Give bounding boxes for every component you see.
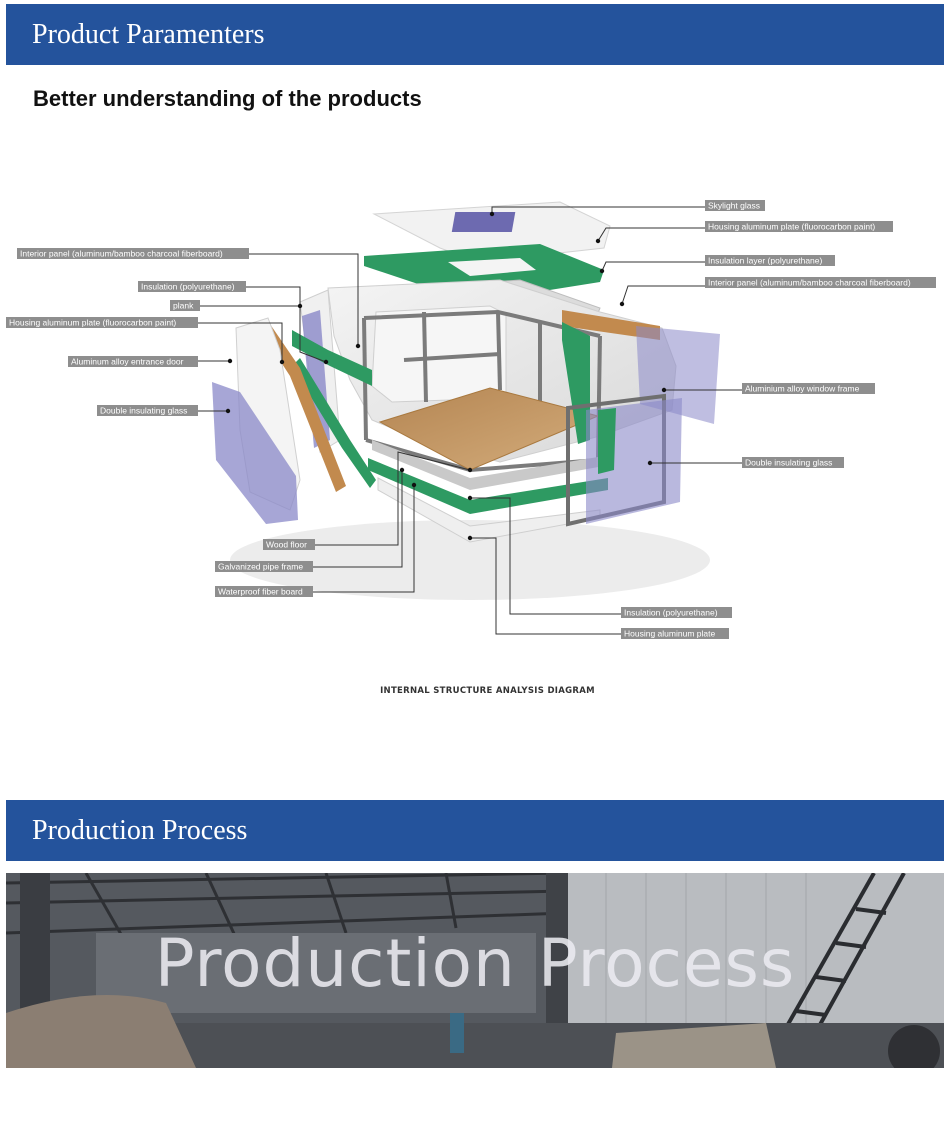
svg-text:Insulation (polyurethane): Insulation (polyurethane): [624, 608, 718, 618]
leader-lines-left: [198, 253, 473, 593]
label-floor-insulation: Insulation (polyurethane): [621, 607, 732, 618]
label-right-double-glass: Double insulating glass: [742, 457, 844, 468]
cable-spool: [888, 1025, 940, 1068]
worker: [450, 1013, 464, 1053]
label-floor-housing-plate: Housing aluminum plate: [621, 628, 729, 639]
steel-column-right: [546, 873, 568, 1068]
section-title: Production Process: [32, 814, 248, 846]
roof-trusses: [6, 873, 567, 944]
production-process-video[interactable]: Production Process: [6, 873, 944, 1068]
svg-text:Double insulating glass: Double insulating glass: [100, 406, 187, 416]
right-interior-panel: [562, 310, 660, 340]
structure-diagram: Skylight glass Housing aluminum plate (f…: [6, 200, 936, 639]
svg-text:Housing aluminum plate: Housing aluminum plate: [624, 629, 715, 639]
label-fiber-board: Waterproof fiber board: [215, 586, 313, 597]
label-left-interior-panel: Interior panel (aluminum/bamboo charcoal…: [17, 248, 249, 259]
svg-text:Aluminium alloy window frame: Aluminium alloy window frame: [745, 384, 860, 394]
floor-shadow: [230, 520, 710, 600]
svg-text:Interior panel (aluminum/bambo: Interior panel (aluminum/bamboo charcoal…: [708, 278, 911, 288]
svg-text:Skylight glass: Skylight glass: [708, 201, 760, 211]
floor-frame-layer: [372, 440, 604, 490]
label-pipe-frame: Galvanized pipe frame: [215, 561, 313, 572]
diagram-caption: INTERNAL STRUCTURE ANALYSIS DIAGRAM: [380, 686, 595, 696]
wall-corrugation: [605, 873, 807, 1041]
left-insulation-panel-2: [292, 358, 376, 488]
right-housing-panel: [636, 326, 720, 424]
svg-text:Waterproof fiber board: Waterproof fiber board: [218, 587, 303, 597]
left-insulation-panel-1: [292, 330, 372, 386]
svg-text:Interior panel (aluminum/bambo: Interior panel (aluminum/bamboo charcoal…: [20, 249, 223, 259]
label-left-double-glass: Double insulating glass: [97, 405, 198, 416]
section-header-product-parameters: Product Paramenters: [6, 4, 944, 65]
label-left-insulation: Insulation (polyurethane): [138, 281, 246, 292]
video-overlay-title: Production Process: [154, 925, 796, 1002]
section-title: Product Paramenters: [32, 18, 265, 50]
label-left-housing-plate: Housing aluminum plate (fluorocarbon pai…: [6, 317, 198, 328]
label-roof-housing-plate: Housing aluminum plate (fluorocarbon pai…: [705, 221, 893, 232]
svg-text:Housing aluminum plate (fluoro: Housing aluminum plate (fluorocarbon pai…: [708, 222, 875, 232]
svg-text:Wood floor: Wood floor: [266, 540, 307, 550]
svg-text:Galvanized pipe frame: Galvanized pipe frame: [218, 562, 303, 572]
stacked-boards: [612, 1023, 776, 1068]
label-roof-insulation-layer: Insulation layer (polyurethane): [705, 255, 835, 266]
entrance-door-glass: [212, 382, 298, 524]
roof-insulation-opening: [448, 258, 536, 276]
right-door-frame: [598, 408, 616, 474]
rolled-material: [6, 995, 196, 1068]
section-subtitle: Better understanding of the products: [33, 86, 422, 111]
svg-text:plank: plank: [173, 301, 194, 311]
label-wood-floor: Wood floor: [263, 539, 315, 550]
label-plank: plank: [170, 300, 200, 311]
floor-insulation-layer: [368, 458, 608, 514]
svg-text:Insulation (polyurethane): Insulation (polyurethane): [141, 282, 235, 292]
svg-text:Double insulating glass: Double insulating glass: [745, 458, 832, 468]
factory-back-wall: [96, 933, 536, 1013]
section-header-production-process: Production Process: [6, 800, 944, 861]
left-interior-wood-panel: [264, 324, 346, 492]
skylight-glass-panel: [451, 212, 516, 232]
label-window-frame: Aluminium alloy window frame: [742, 383, 875, 394]
factory-scene: [6, 873, 944, 1068]
right-insulation-panel: [562, 322, 590, 444]
svg-text:Insulation layer (polyurethane: Insulation layer (polyurethane): [708, 256, 823, 266]
label-entrance-door: Aluminum alloy entrance door: [68, 356, 198, 367]
label-right-interior-panel: Interior panel (aluminum/bamboo charcoal…: [705, 277, 936, 288]
leader-lines-right: [467, 206, 742, 635]
svg-text:Housing aluminum plate (fluoro: Housing aluminum plate (fluorocarbon pai…: [9, 318, 176, 328]
label-skylight-glass: Skylight glass: [705, 200, 765, 211]
svg-text:Aluminum alloy entrance door: Aluminum alloy entrance door: [71, 357, 184, 367]
